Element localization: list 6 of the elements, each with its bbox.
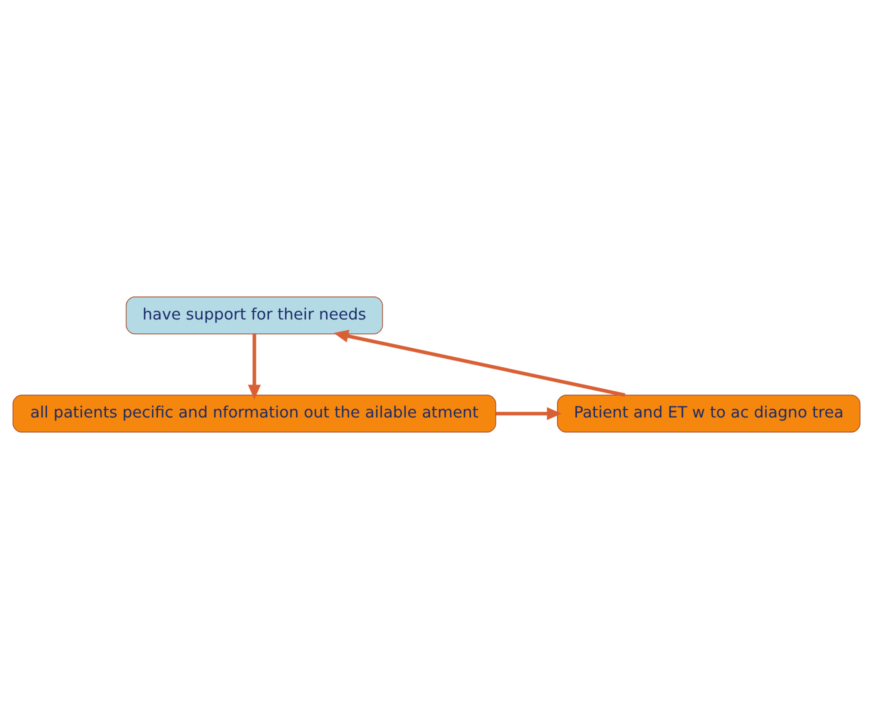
node-box: have support for their needs <box>125 296 382 334</box>
node-box: all patients pecific and nformation out the ailable atment <box>12 394 496 432</box>
arrow <box>247 334 260 399</box>
arrow <box>333 329 625 396</box>
arrow <box>495 406 562 420</box>
node-box: Patient and ET w to ac diagno trea <box>556 394 860 432</box>
